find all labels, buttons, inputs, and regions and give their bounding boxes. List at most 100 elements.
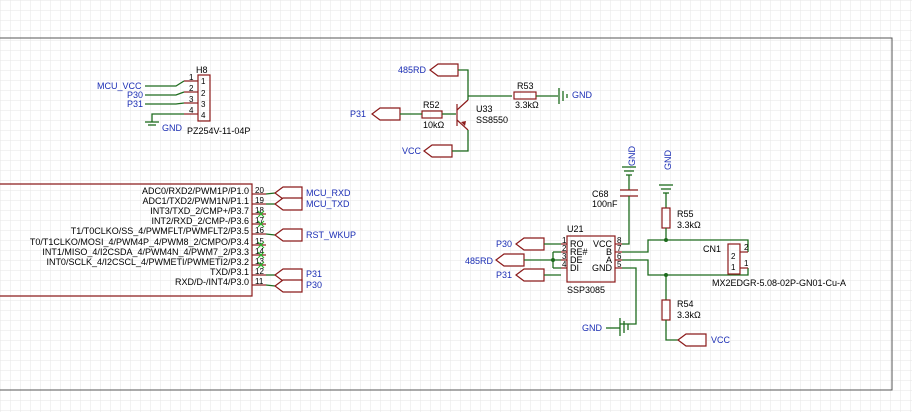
mcu-pin-16-name: T1/T0CLKO/SS_4/PWMFLT/PWMFLT2/P3.5: [71, 226, 249, 236]
r52-ref: R52: [423, 100, 440, 110]
r54-net-vcc: VCC: [711, 335, 731, 345]
r55-value: 3.3kΩ: [677, 220, 701, 230]
u21-net-p31: P31: [496, 270, 512, 280]
u21-pin-6-name: A: [606, 255, 612, 265]
cn1-pin2-inner: 2: [731, 252, 736, 261]
mcu-net-mcu-rxd: MCU_RXD: [306, 188, 351, 198]
mcu-pin-20-number: 20: [255, 186, 264, 195]
cn1-ref: CN1: [703, 244, 721, 254]
mcu-pin-16-number: 16: [255, 226, 264, 235]
mcu-pin-12-name: TXD/P3.1: [210, 267, 249, 277]
u21-pin-5-name: GND: [592, 263, 613, 273]
c68-ref: C68: [592, 189, 609, 199]
u21-pin-8-name: VCC: [593, 239, 613, 249]
h8-pin3-num: 3: [189, 95, 194, 104]
mcu-pin-14-number: 14: [255, 247, 264, 256]
u21-pin-3-number: 3: [562, 252, 567, 261]
u21-value: SSP3085: [567, 285, 605, 295]
mcu-pin-19-number: 19: [255, 196, 264, 205]
u33-value: SS8550: [476, 115, 508, 125]
cn1-value: MX2EDGR-5.08-02P-GN01-Cu-A: [712, 278, 846, 288]
q-net-p31: P31: [350, 109, 366, 119]
mcu-pin-17-number: 17: [255, 216, 264, 225]
r55-ref: R55: [677, 209, 694, 219]
h8-pin4-inner: 4: [201, 111, 206, 120]
no-connect-mark: [257, 210, 265, 218]
h8-ref: H8: [196, 65, 208, 75]
u21-pin-5-number: 5: [617, 260, 622, 269]
sheet-border: [0, 37, 893, 391]
cn1-pin2-outer: 2: [744, 243, 749, 252]
r54-ref: R54: [677, 299, 694, 309]
no-connect-mark: [257, 241, 265, 249]
mcu-body: [0, 183, 253, 297]
mcu-block[interactable]: ADC0/RXD2/PWM1P/P1.0 20ADC1/TXD2/PWM1N/P1…: [0, 183, 356, 297]
h8-pin1: 1: [189, 73, 194, 82]
r53-net-gnd: GND: [572, 90, 593, 100]
mcu-pin-15-name: T0/T1CLKO/MOSI_4/PWM4P_4/PWM8_2/CMPO/P3.…: [30, 237, 249, 247]
r53-value: 3.3kΩ: [515, 100, 539, 110]
u21-pin-6-number: 6: [617, 252, 622, 261]
mcu-pin-20-name: ADC0/RXD2/PWM1P/P1.0: [142, 186, 249, 196]
r55-net-gnd: GND: [663, 150, 673, 171]
r54-value: 3.3kΩ: [677, 310, 701, 320]
mcu-pin-18-name: INT3/TXD_2/CMP+/P3.7: [150, 206, 249, 216]
h8-pin2-num: 2: [189, 84, 194, 93]
no-connect-mark: [257, 220, 265, 228]
rs485-section[interactable]: GND C68 100nF U21 SSP3085 RO1RE#2DE3DI4V…: [465, 146, 846, 347]
mcu-net-rst-wkup: RST_WKUP: [306, 230, 356, 240]
mcu-pin-13-name: INT0/SCLK_4/I2CSCL_4/PWMETI/PWMETI2/P3.2: [46, 257, 249, 267]
mcu-pin-12-number: 12: [255, 267, 264, 276]
mcu-pin-19-name: ADC1/TXD2/PWM1N/P1.1: [142, 196, 249, 206]
mcu-pin-16-wire: [265, 233, 276, 236]
u21-pin-2-name: RE#: [570, 247, 588, 257]
no-connect-mark: [257, 261, 265, 269]
cn1-pin1-outer: 1: [744, 259, 749, 268]
r52-value: 10kΩ: [423, 120, 445, 130]
cn1-pin1-inner: 1: [731, 263, 736, 272]
mcu-pin-11-wire: [265, 284, 276, 287]
mcu-net-p30: P30: [306, 280, 322, 290]
u21-pin-1-name: RO: [570, 239, 584, 249]
u21-pin-3-name: DE: [570, 255, 583, 265]
mcu-net-mcu-txd: MCU_TXD: [306, 199, 350, 209]
u21-ref: U21: [567, 224, 584, 234]
h8-net-gnd: GND: [162, 123, 183, 133]
mcu-net-flags: MCU_RXD MCU_TXD RST_WKUP P31 P30: [274, 186, 356, 293]
cn1-body: [727, 243, 741, 275]
mcu-pin-17-name: INT2/RXD_2/CMP-/P3.6: [151, 216, 249, 226]
u21-net-485rd: 485RD: [465, 256, 494, 266]
h8-pin2-inner: 2: [201, 89, 206, 98]
mcu-pin-11-name: RXD/D-/INT4/P3.0: [175, 277, 249, 287]
q-net-485rd: 485RD: [398, 65, 427, 75]
mcu-net-p31: P31: [306, 269, 322, 279]
c68-value: 100nF: [592, 199, 618, 209]
h8-net-p30: P30: [127, 90, 143, 100]
h8-body: [197, 74, 211, 122]
h8-net-mcu-vcc: MCU_VCC: [97, 81, 142, 91]
u21-pin-8-number: 8: [617, 236, 622, 245]
u21-pin-7-number: 7: [617, 244, 622, 253]
u21-net-p30: P30: [496, 239, 512, 249]
u21-pin-4-number: 4: [562, 260, 567, 269]
u33-ref: U33: [476, 104, 493, 114]
q-net-vcc: VCC: [402, 146, 422, 156]
r53-ref: R53: [517, 81, 534, 91]
mcu-pin-20-wire: [265, 192, 276, 195]
h8-pin4-num: 4: [189, 106, 194, 115]
mcu-pin-18-number: 18: [255, 206, 264, 215]
h8-net-p31: P31: [127, 99, 143, 109]
h8-pin1-inner: 1: [201, 77, 206, 86]
header-h8[interactable]: H8 1 2 3 4 1 2 3 4 PZ254V-11-04P MCU_VCC…: [97, 65, 250, 136]
mcu-pin-15-number: 15: [255, 237, 264, 246]
no-connect-mark: [257, 251, 265, 259]
c68-net-gnd: GND: [627, 146, 637, 167]
u21-pin-4-name: DI: [570, 263, 579, 273]
u21-pin-7-name: B: [606, 247, 612, 257]
u21-net-gnd: GND: [582, 323, 603, 333]
h8-value: PZ254V-11-04P: [187, 126, 250, 136]
transistor-u33-section[interactable]: 485RD P31 VCC R52 10kΩ U33 SS8550 R53 3.…: [350, 63, 593, 158]
mcu-pin-14-name: INT1/MISO_4/I2CSDA_4/PWM4N_4/PWM7_2/P3.3: [42, 247, 249, 257]
